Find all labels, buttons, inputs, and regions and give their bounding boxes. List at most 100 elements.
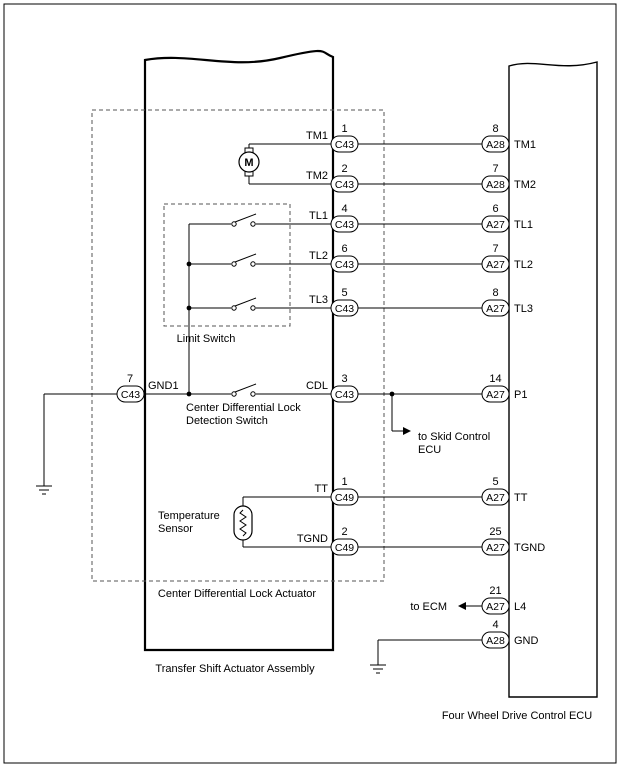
connector-badge <box>330 385 359 403</box>
signal-name: TL3 <box>309 294 328 306</box>
signal-name: TL3 <box>514 303 533 315</box>
connector-badge <box>481 385 510 403</box>
signal-name: TM1 <box>514 139 536 151</box>
signal-name: TM2 <box>306 170 328 182</box>
pin-number: 6 <box>492 203 498 215</box>
signal-name: TL1 <box>309 210 328 222</box>
pin-number: 6 <box>341 243 347 255</box>
connector-badge <box>481 135 510 153</box>
pin-number: 7 <box>492 243 498 255</box>
signal-name: TM2 <box>514 179 536 191</box>
gnd1-connector: 7 C43 GND1 <box>116 373 179 403</box>
connector-badge <box>330 538 359 556</box>
left-connectors: C431TM1C432TM2C434TL1C436TL2C435TL3C433C… <box>297 123 359 556</box>
connector-id: A28 <box>486 139 505 151</box>
signal-name: TT <box>315 483 329 495</box>
connector-id: C43 <box>335 219 354 231</box>
ecu-label: Four Wheel Drive Control ECU <box>442 710 592 722</box>
connector-badge <box>481 488 510 506</box>
connector-id: A27 <box>486 219 505 231</box>
signal-name: CDL <box>306 380 328 392</box>
connector-badge <box>481 597 510 615</box>
connector-id: C43 <box>335 259 354 271</box>
svg-text:M: M <box>244 157 253 169</box>
assembly-label: Transfer Shift Actuator Assembly <box>155 663 315 675</box>
skid-control-label-line1: to Skid Control <box>418 431 490 443</box>
limit-switch-box <box>163 203 291 327</box>
motor-symbol: M <box>238 147 260 177</box>
signal-name: TGND <box>514 542 545 554</box>
pin-number: 21 <box>489 585 501 597</box>
signal-name: TL2 <box>309 250 328 262</box>
pin-number: 8 <box>492 287 498 299</box>
gnd1-connector-id: C43 <box>121 389 140 401</box>
left-connector-tt: C49 1TT <box>315 476 359 506</box>
connector-id: C43 <box>335 139 354 151</box>
connector-id: C43 <box>335 303 354 315</box>
connector-id: C49 <box>335 492 354 504</box>
signal-name: TL2 <box>514 259 533 271</box>
pin-number: 4 <box>492 619 498 631</box>
connector-id: A27 <box>486 601 505 613</box>
limit-switch-label: Limit Switch <box>177 333 236 345</box>
pin-number: 3 <box>341 373 347 385</box>
connector-badge <box>330 215 359 233</box>
signal-name: TT <box>514 492 528 504</box>
pin-number: 5 <box>492 476 498 488</box>
connector-id: C43 <box>335 389 354 401</box>
pin-number: 25 <box>489 526 501 538</box>
wires <box>43 143 482 665</box>
connector-id: A27 <box>486 389 505 401</box>
connector-id: A28 <box>486 179 505 191</box>
connector-badge <box>330 299 359 317</box>
temperature-sensor-symbol <box>233 505 253 541</box>
connector-badge <box>481 255 510 273</box>
ground-symbols <box>36 485 386 674</box>
pin-number: 8 <box>492 123 498 135</box>
diagram-frame <box>3 3 617 764</box>
right-connectors: A288TM1A287TM2A276TL1A277TL2A278TL3A2714… <box>481 123 545 649</box>
signal-name: TL1 <box>514 219 533 231</box>
pin-number: 2 <box>341 163 347 175</box>
connector-id: A28 <box>486 635 505 647</box>
connector-badge <box>481 215 510 233</box>
detection-switch-label-line1: Center Differential Lock <box>186 402 301 414</box>
four-wheel-drive-control-ecu-box <box>508 61 598 698</box>
gnd1-pin: 7 <box>127 373 133 385</box>
connector-id: C43 <box>335 179 354 191</box>
connector-id: A27 <box>486 259 505 271</box>
temperature-sensor-label-line2: Sensor <box>158 523 193 535</box>
pin-number: 4 <box>341 203 347 215</box>
connector-badge <box>481 299 510 317</box>
to-ecm-label: to ECM <box>410 601 447 613</box>
center-differential-lock-actuator-box <box>91 109 385 582</box>
actuator-label: Center Differential Lock Actuator <box>158 588 316 600</box>
connector-badge <box>330 255 359 273</box>
pin-number: 2 <box>341 526 347 538</box>
pin-number: 1 <box>341 123 347 135</box>
connector-badge <box>481 175 510 193</box>
signal-name: P1 <box>514 389 527 401</box>
transfer-shift-actuator-assembly-box <box>143 49 335 652</box>
pin-number: 1 <box>341 476 347 488</box>
detection-switch-symbol <box>231 383 257 397</box>
junction-dots <box>186 261 395 397</box>
signal-name: TM1 <box>306 130 328 142</box>
skid-control-label-line2: ECU <box>418 444 441 456</box>
temperature-sensor-label-line1: Temperature <box>158 510 220 522</box>
gnd1-signal: GND1 <box>148 380 179 392</box>
connector-id: A27 <box>486 542 505 554</box>
